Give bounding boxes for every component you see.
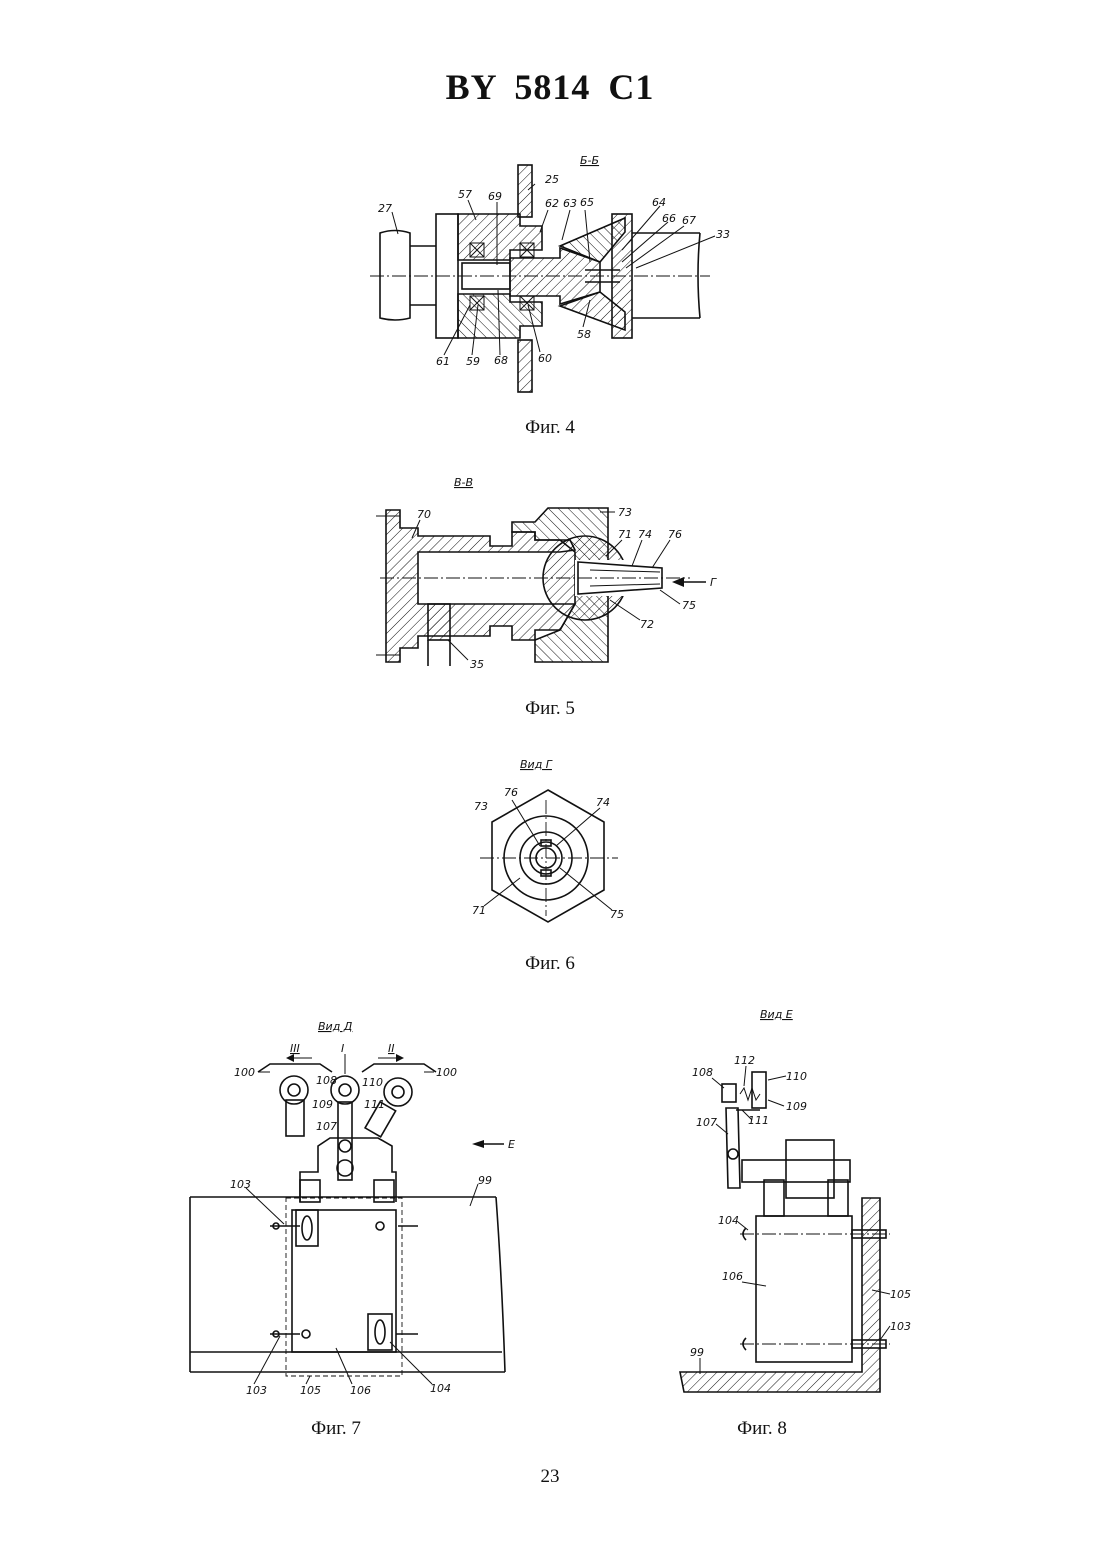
part-label: 109: [786, 1100, 807, 1113]
part-label: 110: [786, 1070, 807, 1083]
page-number: 23: [0, 1466, 1100, 1488]
part-label: 99: [690, 1346, 704, 1359]
figure-8-caption: Фиг. 8: [702, 1418, 822, 1440]
part-label: 106: [722, 1270, 743, 1283]
part-label: 105: [890, 1288, 911, 1301]
part-label: 103: [890, 1320, 911, 1333]
part-label: 111: [748, 1114, 769, 1127]
part-label: 104: [718, 1214, 739, 1227]
fig8-section-label: Вид Е: [760, 1008, 793, 1021]
part-label: 108: [692, 1066, 713, 1079]
part-label: 112: [734, 1054, 755, 1067]
part-label: 107: [696, 1116, 717, 1129]
